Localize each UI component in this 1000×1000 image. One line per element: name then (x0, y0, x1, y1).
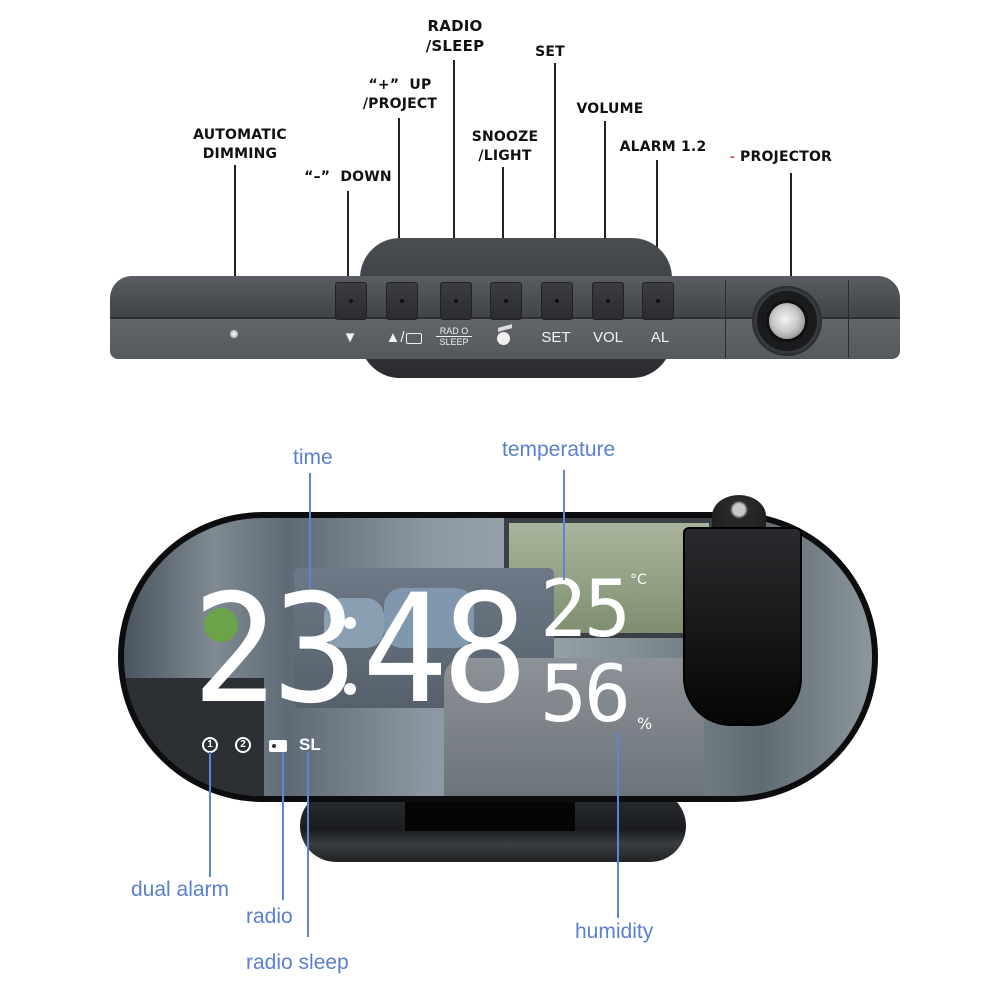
time-minutes: 48 (362, 563, 528, 737)
callout-radio-sleep: radio sleep (246, 951, 349, 974)
leader-line-temperature (563, 470, 565, 580)
callout-up-project: “+” UP /PROJECT (362, 77, 438, 112)
callout-dual-alarm: dual alarm (131, 878, 230, 901)
projector-glyph-icon (406, 333, 422, 344)
alarm-2-icon: 2 (235, 737, 251, 753)
alarm-1-icon: 1 (202, 737, 218, 753)
alarm-button[interactable] (642, 282, 674, 320)
callout-humidity: humidity (575, 920, 654, 943)
leader-line-up (398, 118, 400, 290)
up-project-button[interactable] (386, 282, 418, 320)
sleep-indicator: SL (299, 735, 321, 754)
snooze-light-button[interactable] (490, 282, 522, 320)
radio-sleep-button[interactable] (440, 282, 472, 320)
reflection-blanket (444, 658, 704, 796)
radio-sleep-legend: RAD O SLEEP (436, 326, 472, 347)
volume-button[interactable] (592, 282, 624, 320)
temperature-value: 25 (540, 565, 631, 655)
reflection-pillow (384, 588, 474, 648)
callout-volume: VOLUME (576, 101, 644, 117)
radio-legend: RAD O (436, 326, 472, 337)
callout-alarm: ALARM 1.2 (619, 139, 707, 155)
humidity-value: 56 (540, 650, 631, 740)
al-legend: AL (650, 329, 670, 346)
leader-line-radio (282, 752, 284, 900)
leader-line-dimming (234, 165, 236, 330)
vol-legend: VOL (592, 329, 623, 346)
reflection-plant (204, 608, 238, 642)
snooze-light-icon (497, 332, 510, 345)
leader-line-alarm (656, 160, 658, 290)
callout-time: time (293, 446, 333, 469)
callout-down: “–” DOWN (304, 169, 392, 185)
leader-line-projector (790, 173, 792, 313)
radio-icon-speaker (272, 744, 276, 748)
callout-automatic-dimming: AUTOMATIC DIMMING (193, 127, 287, 162)
set-legend: SET (541, 329, 571, 346)
leader-line-dual-alarm (209, 752, 211, 877)
callout-projector: PROJECTOR (740, 149, 833, 165)
panel-divider (725, 280, 726, 358)
leader-line-radio-sleep (307, 752, 309, 937)
time-colon-bottom (344, 683, 356, 695)
leader-line-set (554, 63, 556, 290)
time-colon-top (344, 617, 356, 629)
callout-set: SET (535, 44, 565, 60)
projector-lens-button[interactable] (766, 300, 808, 342)
leader-line-down (347, 191, 349, 291)
radio-icon (269, 740, 287, 752)
down-button[interactable] (335, 282, 367, 320)
projector-dash: - (730, 148, 735, 164)
time-hours: 23 (192, 563, 358, 737)
leader-line-time (309, 473, 311, 588)
leader-line-humidity (617, 732, 619, 918)
sleep-legend: SLEEP (439, 337, 469, 347)
humidity-unit: % (637, 714, 653, 733)
temperature-unit: °C (630, 572, 647, 588)
leader-line-radio (453, 60, 455, 290)
callout-radio: radio (246, 905, 293, 928)
panel-divider (848, 280, 849, 358)
callout-snooze-light: SNOOZE /LIGHT (471, 129, 539, 164)
leader-line-snooze (502, 167, 504, 290)
triangle-up-projector-icon: ▲/ (385, 329, 405, 346)
projector-arm[interactable] (683, 527, 802, 726)
triangle-down-icon: ▼ (342, 329, 358, 346)
light-sensor-icon (230, 330, 238, 338)
callout-radio-sleep: RADIO /SLEEP (425, 17, 485, 55)
callout-temperature: temperature (502, 438, 616, 461)
set-button[interactable] (541, 282, 573, 320)
leader-line-volume (604, 121, 606, 290)
